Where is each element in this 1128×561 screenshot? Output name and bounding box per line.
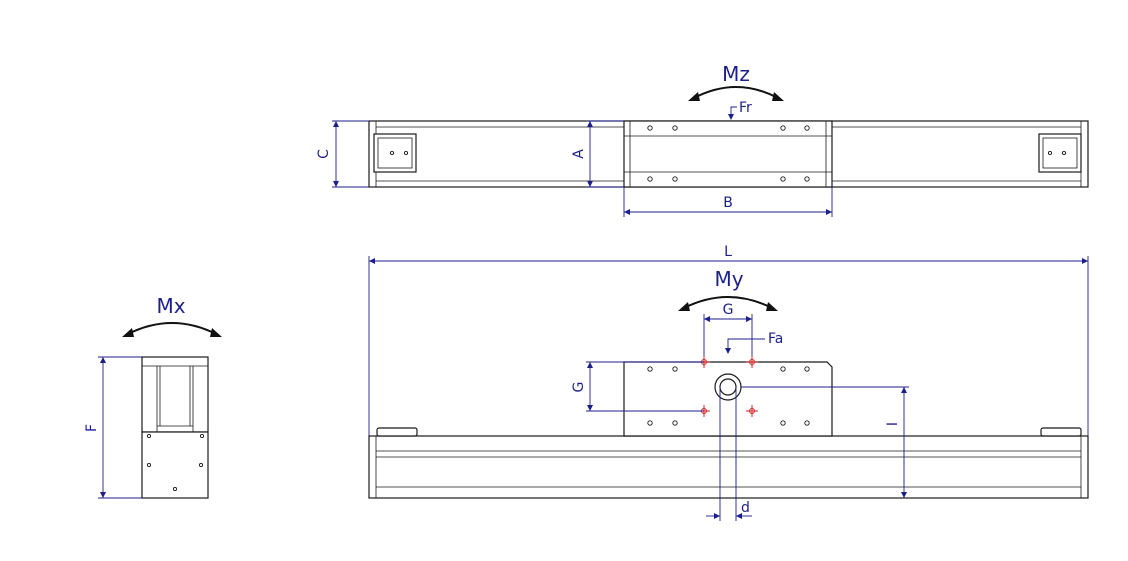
- b-label: B: [723, 195, 733, 211]
- my-moment-arrow: [678, 296, 778, 311]
- my-label: My: [714, 267, 743, 291]
- top-view-end-cap-left: [373, 133, 417, 173]
- dimension-g-horizontal: [703, 314, 753, 356]
- fa-force-arrow: [725, 338, 765, 354]
- mz-label: Mz: [722, 62, 750, 86]
- front-view-carriage: [623, 356, 833, 437]
- top-view-carriage: [623, 120, 833, 188]
- l-label: L: [724, 244, 732, 260]
- side-view: Mx F: [84, 294, 222, 499]
- dimension-g-vertical: [586, 361, 704, 412]
- dimension-d: [706, 387, 752, 521]
- front-view-end-cap-left: [376, 427, 418, 437]
- mx-label: Mx: [156, 294, 185, 318]
- top-view: Mz Fr A B: [316, 62, 1089, 217]
- dimension-l: [368, 256, 1089, 436]
- i-label: I: [885, 422, 901, 426]
- dimension-b: [623, 187, 833, 217]
- c-label: C: [316, 149, 332, 159]
- side-view-carriage: [141, 356, 209, 433]
- g-horizontal-label: G: [723, 302, 734, 318]
- a-label: A: [571, 149, 587, 159]
- g-vertical-label: G: [571, 382, 587, 393]
- fa-label: Fa: [768, 331, 783, 347]
- mz-moment-arrow: [688, 86, 784, 101]
- dimension-i: [741, 386, 909, 498]
- front-view-rail: [368, 435, 1089, 499]
- fr-force-arrow: [728, 106, 737, 120]
- dimension-f: [98, 356, 142, 499]
- fr-label: Fr: [739, 100, 752, 116]
- front-view: L: [368, 244, 1089, 521]
- dimension-c: [332, 120, 369, 188]
- drive-shaft-inner: [719, 378, 737, 396]
- f-label: F: [84, 424, 100, 432]
- top-view-end-cap-right: [1038, 133, 1082, 173]
- dimension-a: [586, 120, 624, 188]
- front-view-end-cap-right: [1040, 427, 1082, 437]
- d-label: d: [741, 500, 750, 516]
- mx-moment-arrow: [122, 322, 222, 337]
